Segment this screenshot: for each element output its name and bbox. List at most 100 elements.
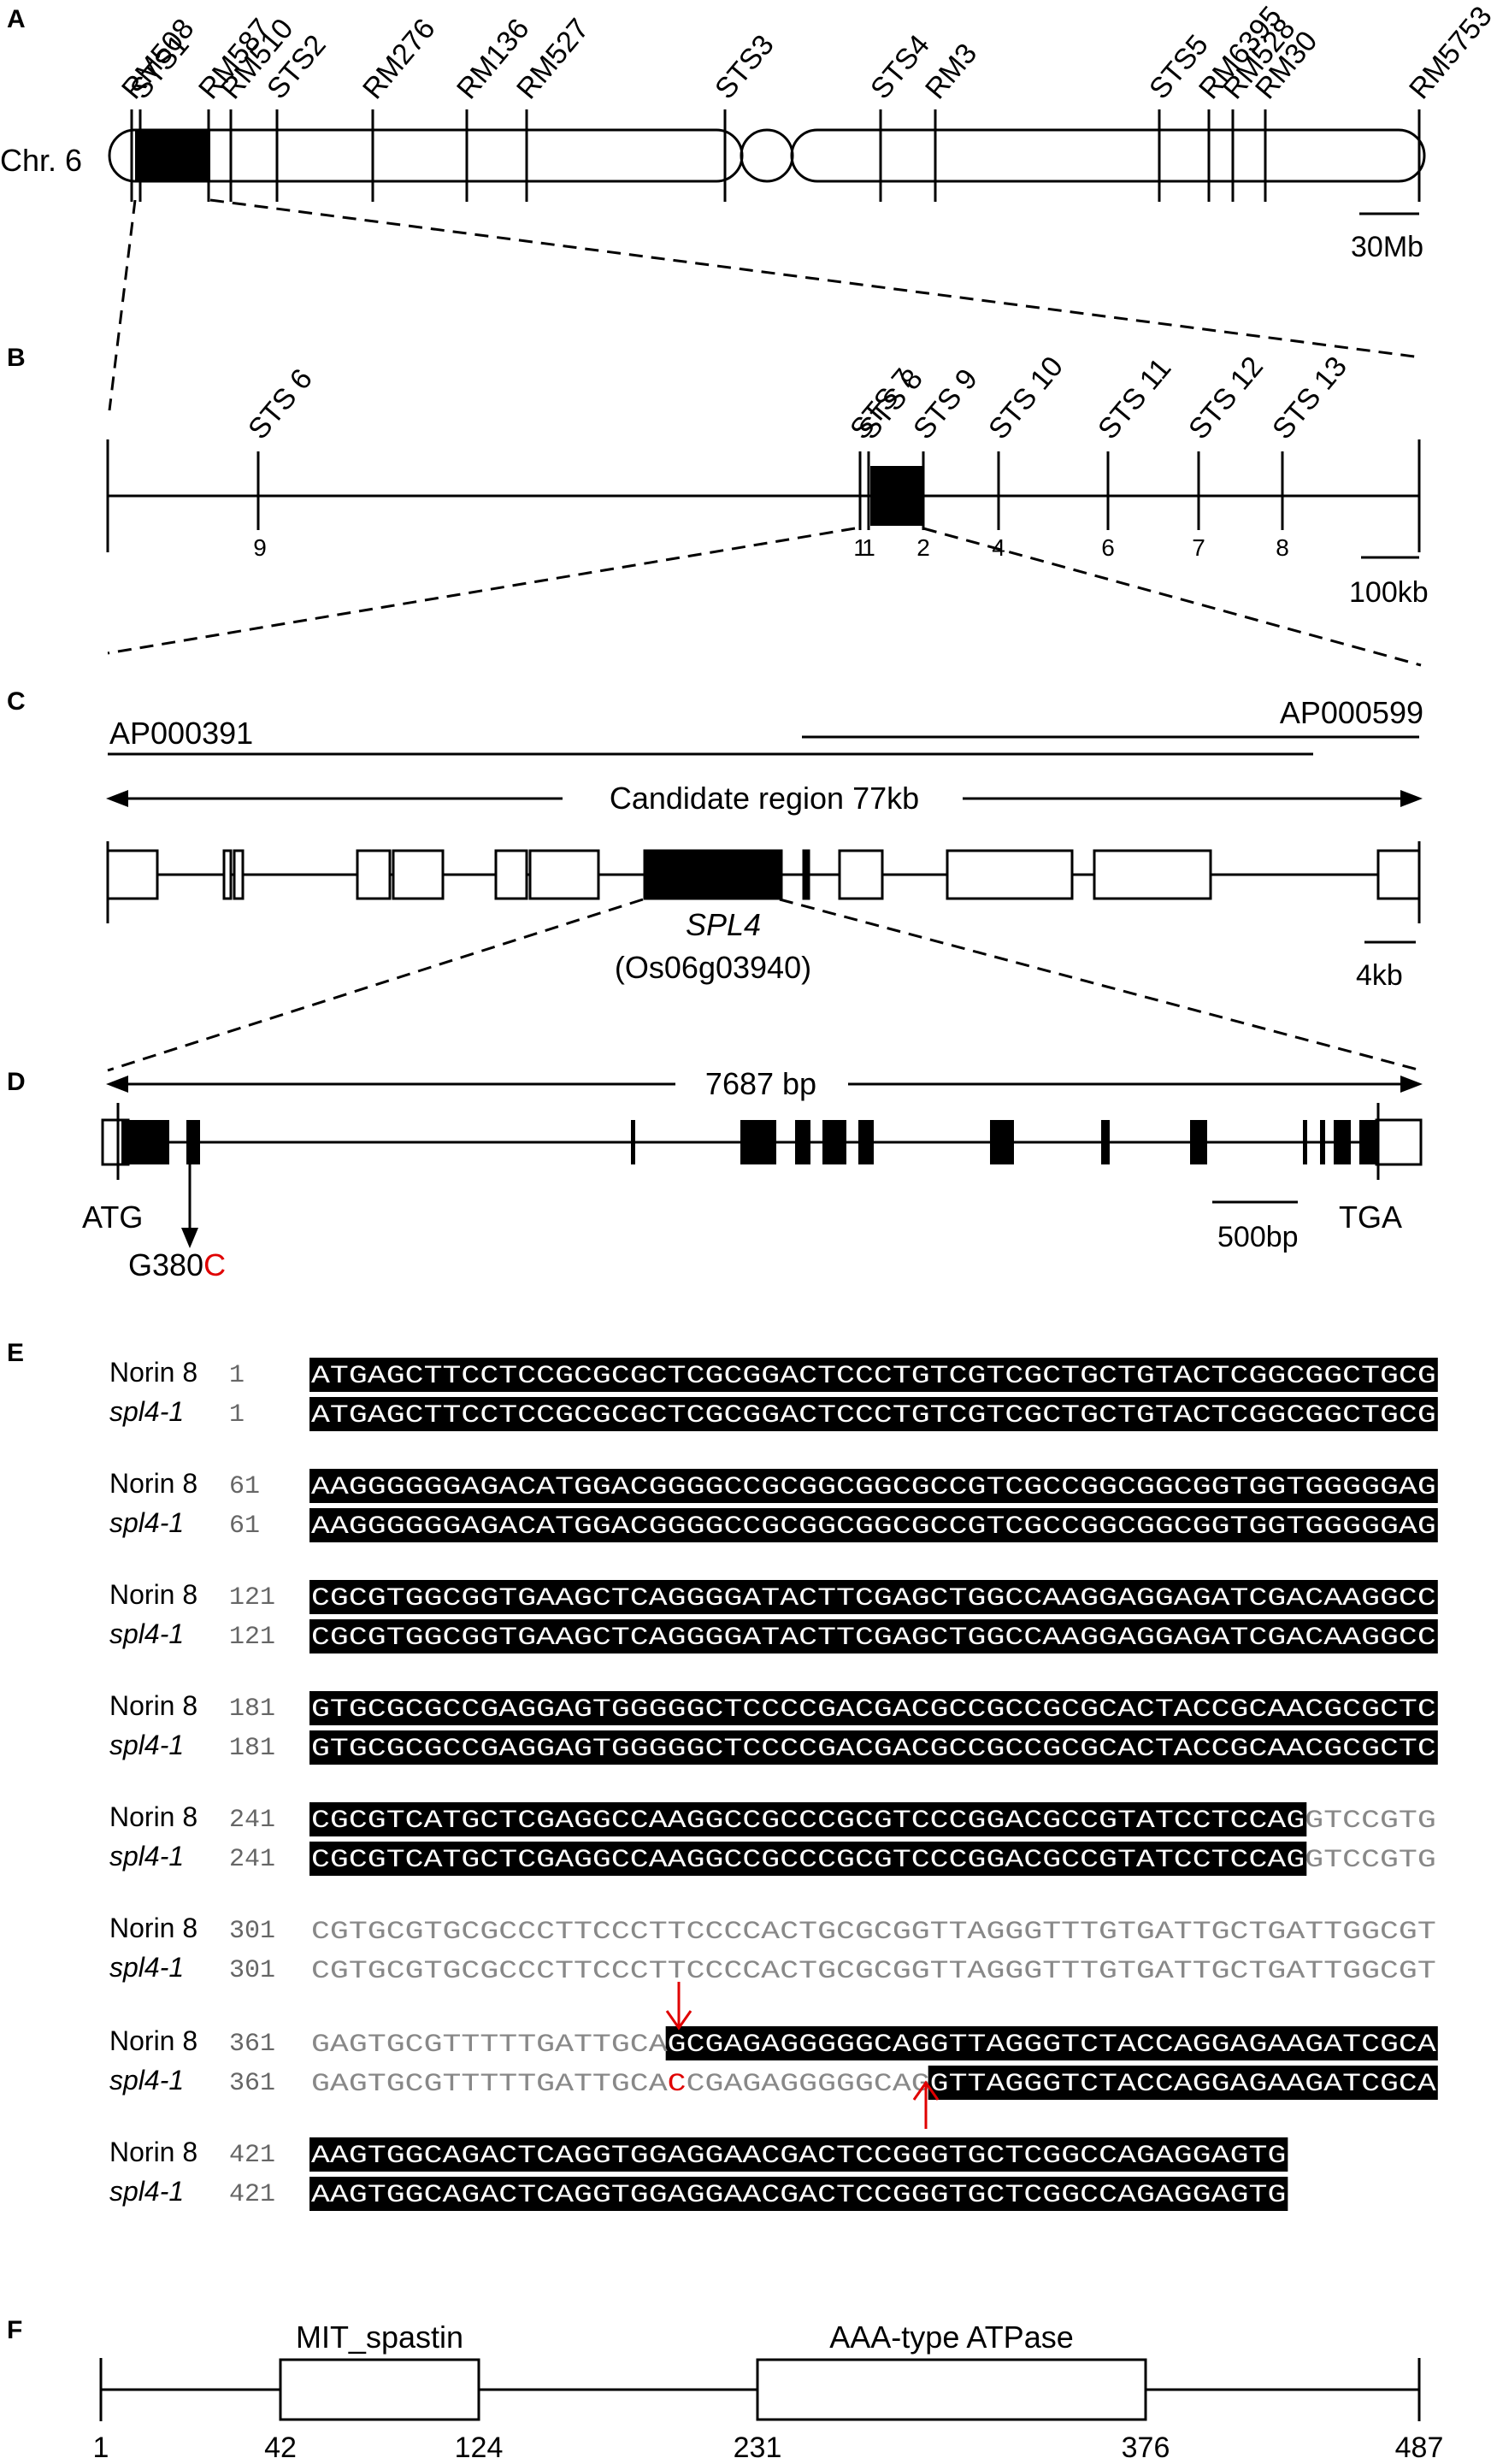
residue-position: 376 bbox=[1122, 2432, 1170, 2460]
identity-highlight bbox=[309, 1619, 1438, 1653]
chromosome-long-arm bbox=[790, 128, 1426, 183]
alignment-mutation-markers bbox=[665, 1982, 940, 2129]
gene-box bbox=[356, 849, 392, 900]
sequence-position: 301 bbox=[229, 1956, 275, 1985]
recombinant-count: 6 bbox=[1101, 534, 1115, 561]
mutation-arrowhead bbox=[181, 1228, 198, 1248]
exon bbox=[1334, 1120, 1351, 1164]
sequence-position: 121 bbox=[229, 1623, 275, 1652]
panel-letter-c: C bbox=[7, 687, 26, 716]
residue-position: 231 bbox=[734, 2432, 782, 2460]
wildtype-name: Norin 8 bbox=[109, 2025, 197, 2056]
fine-map-marker-label: STS 11 bbox=[1092, 352, 1177, 445]
residue-position: 42 bbox=[264, 2432, 297, 2460]
gene-id-label: (Os06g03940) bbox=[615, 950, 811, 985]
domain-mit-spastin-label: MIT_spastin bbox=[296, 2320, 463, 2355]
chromosome-marker-label: STS4 bbox=[864, 29, 936, 106]
identity-highlight bbox=[309, 2177, 1288, 2211]
mapped-interval bbox=[135, 130, 210, 181]
identity-highlight bbox=[665, 2026, 1438, 2060]
gene-box bbox=[528, 849, 600, 900]
zoom-line-c-right bbox=[779, 898, 1422, 1072]
sequence-position: 361 bbox=[229, 2030, 275, 2059]
zoom-line-b-right bbox=[922, 527, 1422, 667]
exon bbox=[1101, 1120, 1110, 1164]
exon bbox=[1320, 1120, 1325, 1164]
zoom-line-a-left bbox=[108, 199, 137, 411]
wildtype-name: Norin 8 bbox=[109, 2137, 197, 2167]
sequence-position: 361 bbox=[229, 2069, 275, 2098]
recombinant-count: 1 bbox=[862, 534, 875, 561]
recombinant-count: 2 bbox=[916, 534, 930, 561]
wildtype-name: Norin 8 bbox=[109, 1579, 197, 1610]
identity-highlight bbox=[928, 2066, 1438, 2100]
panel-letter-a: A bbox=[7, 5, 26, 33]
sequence-position: 1 bbox=[229, 1400, 245, 1429]
recombinant-count: 9 bbox=[253, 534, 267, 561]
exon bbox=[1359, 1120, 1378, 1164]
tga-label: TGA bbox=[1339, 1200, 1402, 1235]
sequence-position: 301 bbox=[229, 1917, 275, 1946]
zoom-line-a-right bbox=[209, 198, 1422, 359]
gene-name-label: SPL4 bbox=[686, 907, 761, 942]
mapped-interval-b bbox=[870, 466, 923, 526]
domain-mit-spastin bbox=[279, 2358, 480, 2421]
length-arrowhead-left bbox=[106, 1076, 128, 1093]
gene-box bbox=[946, 849, 1074, 900]
atg-label: ATG bbox=[82, 1200, 143, 1235]
mutant-name: spl4-1 bbox=[109, 2065, 184, 2096]
sequence-position: 61 bbox=[229, 1512, 260, 1541]
utr-3 bbox=[1375, 1118, 1423, 1166]
chromosome-short-arm bbox=[108, 128, 744, 183]
gene-box-filled bbox=[643, 849, 783, 900]
residue-position: 487 bbox=[1395, 2432, 1444, 2460]
exon bbox=[186, 1120, 200, 1164]
identity-highlight bbox=[309, 1358, 1438, 1392]
mutant-name: spl4-1 bbox=[109, 1396, 184, 1427]
panel-letter-b: B bbox=[7, 344, 26, 372]
chromosome-label: Chr. 6 bbox=[0, 143, 82, 178]
identity-highlight bbox=[309, 1691, 1438, 1725]
candidate-arrowhead-right bbox=[1400, 790, 1423, 807]
identity-highlight bbox=[309, 1730, 1438, 1765]
identity-highlight bbox=[309, 1397, 1438, 1431]
exon bbox=[631, 1120, 635, 1164]
zoom-line-c-left bbox=[107, 898, 644, 1072]
residue-position: 124 bbox=[455, 2432, 504, 2460]
fine-map-marker-label: STS 6 bbox=[242, 363, 319, 445]
panel-letter-f: F bbox=[7, 2316, 22, 2344]
sequence-position: 61 bbox=[229, 1472, 260, 1501]
fine-map-marker-label: STS 13 bbox=[1266, 351, 1353, 445]
mutant-name: spl4-1 bbox=[109, 1618, 184, 1649]
gene-box bbox=[1376, 849, 1421, 900]
gene-box bbox=[494, 849, 528, 900]
exon bbox=[121, 1120, 169, 1164]
sequence-position: 421 bbox=[229, 2180, 275, 2209]
recombinant-count: 1 bbox=[853, 534, 867, 561]
fine-map-marker-label: STS 12 bbox=[1182, 351, 1270, 445]
mutant-name: spl4-1 bbox=[109, 2176, 184, 2207]
mutation-label: G380C bbox=[128, 1247, 226, 1282]
mutant-name: spl4-1 bbox=[109, 1507, 184, 1538]
identity-highlight bbox=[309, 2137, 1288, 2172]
zoom-line-b-left bbox=[107, 527, 856, 655]
sequence-position: 181 bbox=[229, 1734, 275, 1763]
exon bbox=[822, 1120, 846, 1164]
centromere bbox=[740, 128, 794, 183]
gene-length-label: 7687 bp bbox=[705, 1066, 816, 1101]
gene-box bbox=[233, 849, 245, 900]
scale-label-b: 100kb bbox=[1349, 576, 1429, 609]
sequence-position: 1 bbox=[229, 1361, 245, 1390]
exon bbox=[1303, 1120, 1307, 1164]
